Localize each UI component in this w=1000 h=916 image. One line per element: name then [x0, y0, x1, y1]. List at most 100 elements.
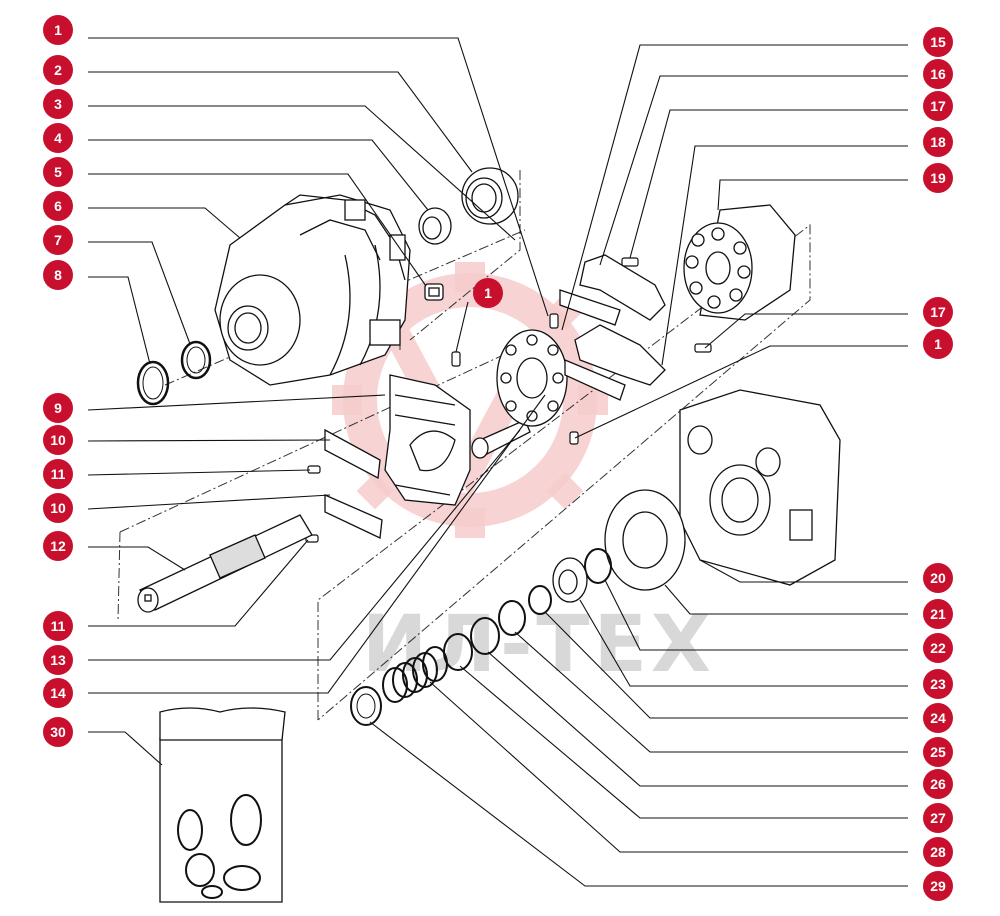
callout-circle [43, 678, 73, 708]
callout-circle [43, 393, 73, 423]
leader-line [574, 345, 908, 439]
callout-badge-5: 5 [43, 157, 73, 187]
callout-circle [923, 297, 953, 327]
leader-line [88, 429, 521, 661]
callout-label: 30 [50, 724, 66, 740]
callout-badge-21: 21 [923, 599, 953, 629]
callout-label: 25 [930, 744, 946, 760]
callout-badge-28: 28 [923, 837, 953, 867]
callout-circle [923, 329, 953, 359]
callout-badge-8: 8 [43, 260, 73, 290]
callout-badge-20: 20 [923, 563, 953, 593]
leader-line [88, 139, 429, 211]
leader-line [88, 276, 151, 365]
callout-label: 24 [930, 710, 946, 726]
callout-badge-1: 1 [43, 15, 73, 45]
callout-circle [43, 531, 73, 561]
callout-badge-15: 15 [923, 27, 953, 57]
leader-line [88, 731, 163, 766]
seal-ring-7 [180, 340, 212, 380]
leader-line [88, 546, 186, 571]
callout-badge-29: 29 [923, 871, 953, 901]
leader-line [88, 37, 549, 317]
callout-circle [43, 260, 73, 290]
bearing-plate-10 [324, 428, 383, 539]
callout-label: 1 [54, 22, 62, 38]
callout-circle [43, 15, 73, 45]
port-plate-21 [604, 489, 686, 591]
callout-label: 1 [934, 336, 942, 352]
callout-badge-13: 13 [43, 645, 73, 675]
watermark-text: ИЛ-ТЕХ [362, 600, 716, 690]
callout-circle [923, 669, 953, 699]
callout-circle [43, 717, 73, 747]
callout-badge-11: 11 [43, 459, 73, 489]
callout-label: 16 [930, 66, 946, 82]
callout-circle [43, 225, 73, 255]
callout-label: 12 [50, 538, 66, 554]
callout-badge-6: 6 [43, 191, 73, 221]
callout-circle [43, 123, 73, 153]
callout-badges: 1234567819101110121113143015161718191712… [43, 15, 953, 901]
motor-housing [214, 194, 411, 386]
callout-label: 9 [54, 400, 62, 416]
callout-label: 5 [54, 164, 62, 180]
leader-line [604, 579, 908, 651]
callout-label: 15 [930, 34, 946, 50]
callout-label: 11 [51, 466, 66, 482]
leader-line [459, 665, 908, 819]
callout-circle [43, 157, 73, 187]
spring-28 [382, 646, 448, 703]
callout-label: 17 [930, 98, 946, 114]
leader-line [561, 44, 908, 331]
bearing-2 [461, 167, 519, 225]
leader-line [717, 179, 908, 211]
callout-label: 2 [54, 62, 62, 78]
callout-badge-1: 1 [923, 329, 953, 359]
bearing-23 [552, 557, 588, 603]
callout-badge-22: 22 [923, 633, 953, 663]
callout-badge-25: 25 [923, 737, 953, 767]
callout-label: 13 [50, 652, 66, 668]
callout-label: 6 [54, 198, 62, 214]
callout-label: 17 [930, 304, 946, 320]
callout-label: 1 [484, 285, 492, 301]
callout-circle [43, 89, 73, 119]
valve-plate [496, 329, 568, 427]
leader-line [88, 394, 546, 694]
leader-line [661, 145, 908, 366]
callout-circle [43, 493, 73, 523]
callout-circle [923, 871, 953, 901]
callout-badge-17: 17 [923, 91, 953, 121]
callout-badge-14: 14 [43, 678, 73, 708]
callout-badge-10: 10 [43, 425, 73, 455]
leader-line [664, 584, 908, 615]
callout-label: 19 [930, 170, 946, 186]
leader-line [514, 631, 908, 753]
leader-line [88, 207, 241, 239]
leader-line [579, 599, 908, 687]
callout-label: 14 [50, 685, 66, 701]
callout-circle [923, 127, 953, 157]
callout-circle [923, 59, 953, 89]
callout-circle [923, 737, 953, 767]
leader-line [88, 539, 309, 627]
callout-badge-11: 11 [43, 611, 73, 641]
callout-label: 8 [54, 267, 62, 283]
callout-label: 4 [54, 130, 62, 146]
callout-circle [923, 837, 953, 867]
leader-line [88, 173, 427, 287]
leader-line [87, 439, 331, 442]
swash-plate-9 [384, 374, 471, 506]
callout-circle [473, 278, 503, 308]
leader-line [87, 394, 386, 411]
callout-circle [43, 645, 73, 675]
callout-circle [43, 611, 73, 641]
pins-1 [451, 313, 579, 445]
leader-line [704, 313, 908, 349]
leader-line [87, 494, 331, 510]
leader-line [88, 241, 191, 345]
callout-badge-9: 9 [43, 393, 73, 423]
